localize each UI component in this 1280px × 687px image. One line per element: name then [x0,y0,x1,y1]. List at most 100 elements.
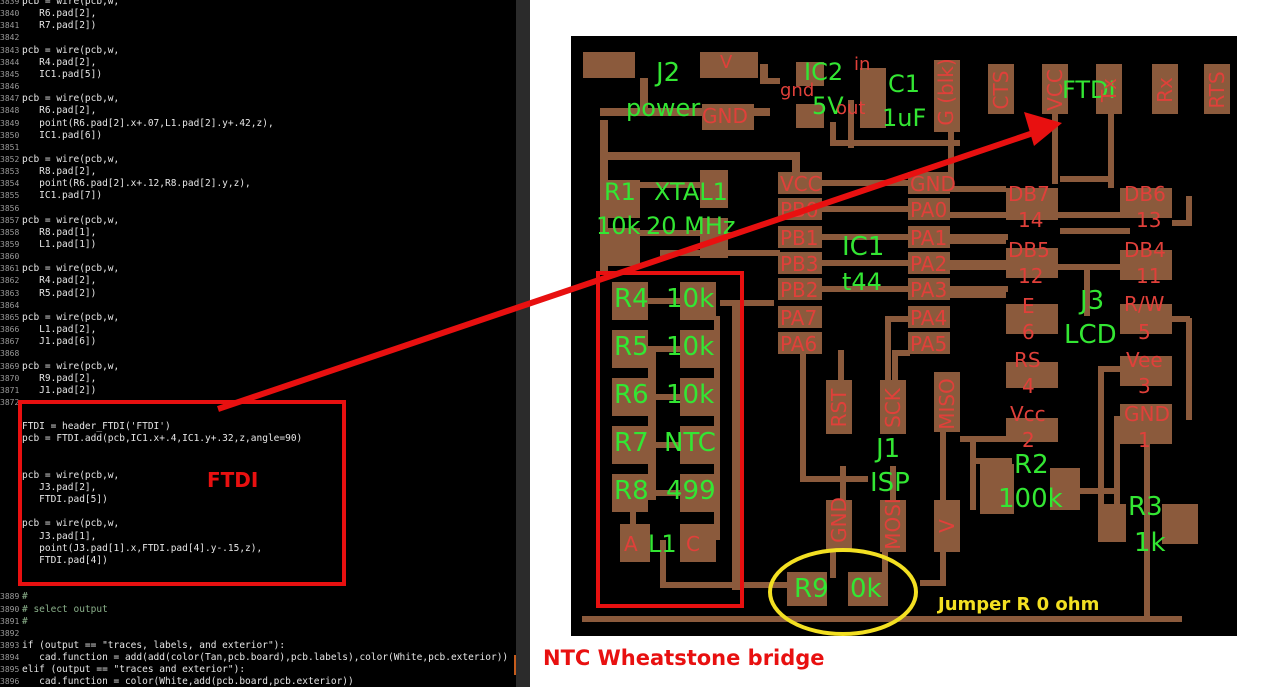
pcb-trace [1084,264,1124,270]
pcb-pad [680,378,716,416]
pcb-label: PA3 [910,278,948,302]
ntc-caption: NTC Wheatstone bridge [543,646,825,670]
pcb-label: PB1 [780,226,819,250]
code-line[interactable]: FTDI = header_FTDI('FTDI') [0,421,171,433]
pcb-pad [908,198,950,220]
code-line[interactable]: 3853 R8.pad[2], [0,166,96,178]
pcb-trace [920,580,944,586]
code-line[interactable]: 3846 [0,81,22,93]
code-text: L1.pad[2], [22,324,97,336]
code-line[interactable]: 3854 point(R6.pad[2].x+.12,R8.pad[2].y,z… [0,178,251,190]
code-text: L1.pad[1]) [22,239,97,250]
code-text: R9.pad[2], [22,372,97,384]
pcb-label: 10k [666,332,715,362]
code-line[interactable]: pcb = wire(pcb,w, [0,518,119,530]
code-line[interactable]: pcb = wire(pcb,w, [0,470,119,482]
pcb-trace [885,316,911,322]
code-line[interactable]: 3891# [0,616,28,628]
pcb-trace [720,300,774,306]
line-number: 3840 [0,9,20,19]
pcb-pad [1120,188,1172,218]
code-text: pcb = wire(pcb,w, [22,93,120,105]
code-line[interactable]: 3856 [0,203,22,215]
code-line[interactable]: 3870 R9.pad[2], [0,373,96,385]
code-line[interactable]: 3850 IC1.pad[6]) [0,130,102,142]
line-number: 3847 [0,94,20,104]
code-text: IC1.pad[6]) [22,129,103,141]
pcb-label: t44 [842,268,882,296]
pcb-trace [950,212,1120,218]
code-line[interactable]: J3.pad[2], [0,482,96,494]
pcb-label: 5V [812,92,844,120]
code-line[interactable]: 3872 [0,397,22,409]
pcb-trace [600,262,608,272]
line-number: 3852 [0,154,20,164]
line-number: 3849 [0,118,20,128]
pcb-label: in [854,54,871,75]
pcb-pad [1120,404,1172,444]
code-text: FTDI.pad[5]) [22,494,108,506]
code-line[interactable]: 3889# [0,591,28,603]
code-line[interactable]: 3851 [0,142,22,154]
code-line[interactable]: point(J3.pad[1].x,FTDI.pad[4].y-.15,z), [0,543,262,555]
code-text: R5.pad[2]) [22,287,97,299]
code-line[interactable]: 3892 [0,628,22,640]
pcb-trace [1144,520,1150,620]
code-line[interactable]: 3896 cad.function = color(White,add(pcb.… [0,676,354,687]
pcb-label: PB2 [780,278,819,302]
code-line[interactable]: 3848 R6.pad[2], [0,105,96,117]
code-line[interactable]: 3866 L1.pad[2], [0,324,96,336]
code-line[interactable]: FTDI.pad[4]) [0,555,108,567]
code-line[interactable]: 3894 cad.function = add(add(color(Tan,pc… [0,652,508,664]
pcb-label: DB4 [1124,238,1166,262]
pcb-label: PA6 [780,332,818,356]
code-line[interactable]: 3844 R4.pad[2], [0,57,96,69]
code-line[interactable]: 3841 R7.pad[2]) [0,20,96,32]
ftdi-arrow-line [217,126,1046,412]
code-line[interactable]: 3867 J1.pad[6]) [0,336,96,348]
code-line[interactable]: 3862 R4.pad[2], [0,275,96,287]
pcb-trace [950,264,1120,270]
code-line[interactable]: 3859 L1.pad[1]) [0,239,96,251]
code-line[interactable]: FTDI.pad[5]) [0,494,108,506]
pcb-trace [830,122,836,142]
code-line[interactable]: J3.pad[1], [0,531,96,543]
code-line[interactable]: 3868 [0,348,22,360]
code-line[interactable]: pcb = FTDI.add(pcb,IC1.x+.4,IC1.y+.32,z,… [0,433,302,445]
panel-divider[interactable] [516,0,530,687]
code-line[interactable]: 3855 IC1.pad[7]) [0,190,102,202]
code-line[interactable]: 3864 [0,300,22,312]
pcb-label: VCC [780,172,822,196]
pcb-pad [1120,356,1172,386]
pcb-label: J1 [876,434,901,464]
code-line[interactable]: 3863 R5.pad[2]) [0,288,96,300]
pcb-trace [640,230,706,236]
pcb-trace [940,432,946,452]
code-line[interactable]: 3840 R6.pad[2], [0,8,96,20]
pcb-label: DB7 [1008,182,1050,206]
code-text: IC1.pad[5]) [22,68,103,80]
code-text: pcb = wire(pcb,w, [22,311,120,323]
pcb-trace [1098,370,1104,510]
code-line[interactable]: 3842 [0,32,22,44]
code-line[interactable]: 3871 J1.pad[2]) [0,385,96,397]
code-text: J3.pad[1], [22,530,97,542]
line-number: 3891 [0,616,20,626]
code-line[interactable]: 3849 point(R6.pad[2].x+.07,L1.pad[2].y+.… [0,118,274,130]
code-line[interactable]: 3858 R8.pad[1], [0,227,96,239]
code-line[interactable]: 3860 [0,251,22,263]
pcb-trace [1054,488,1120,494]
code-line[interactable]: 3890# select output [0,604,108,616]
code-line[interactable]: 3845 IC1.pad[5]) [0,69,102,81]
